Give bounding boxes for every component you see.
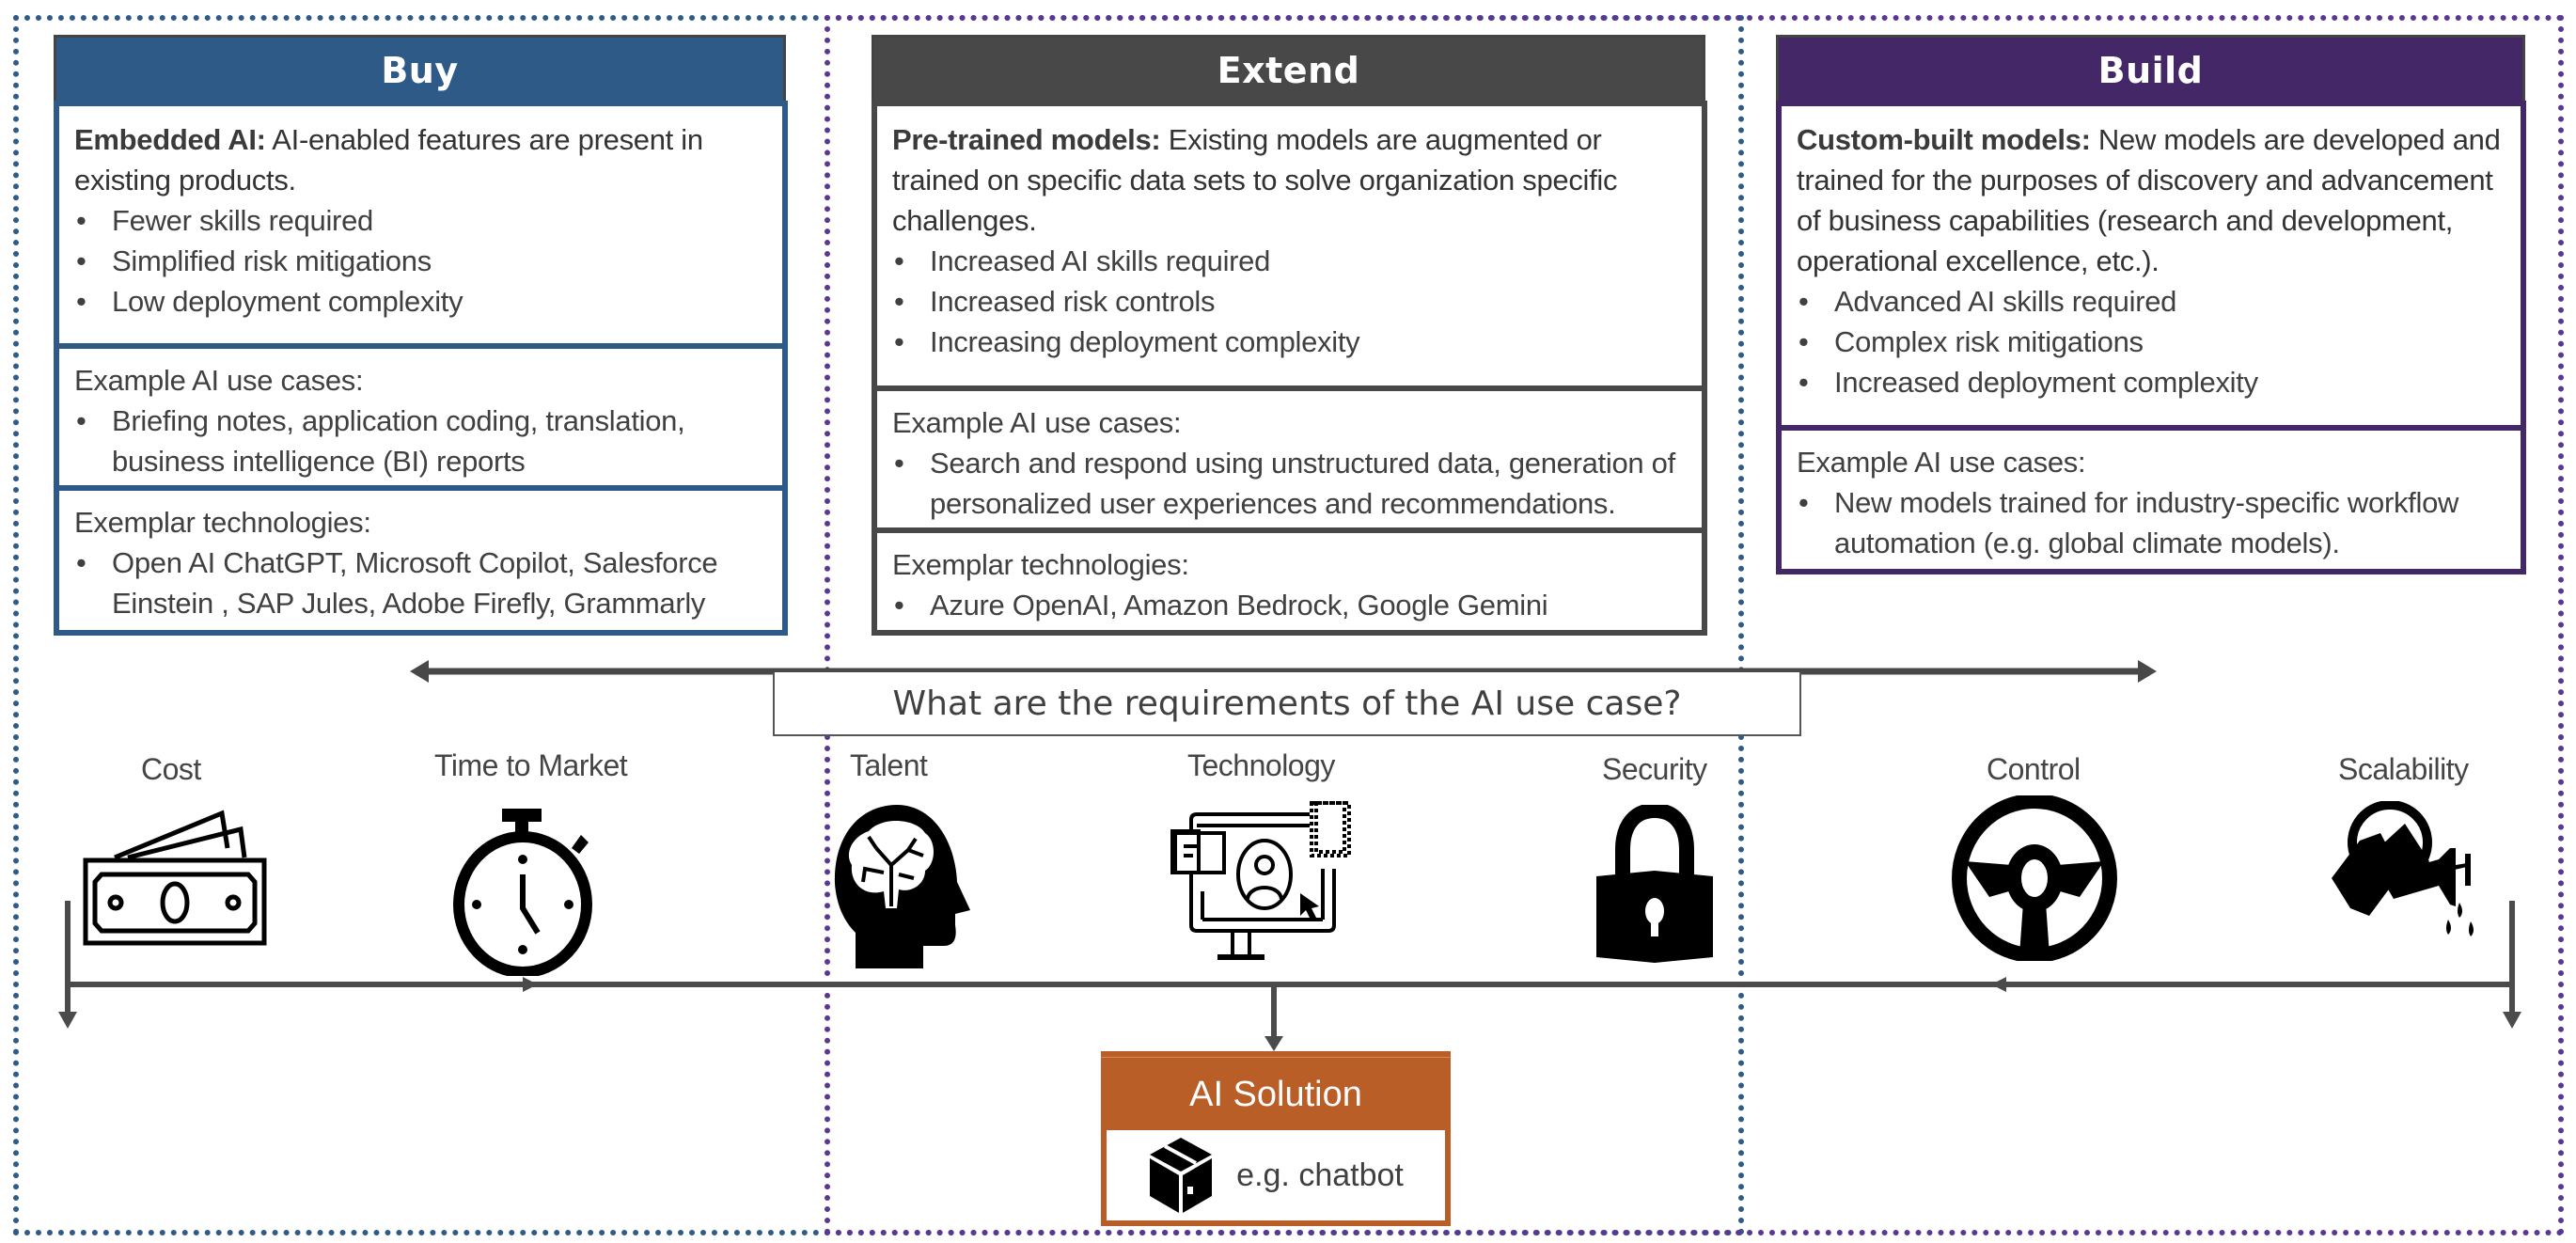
question-text: What are the requirements of the AI use … [892,684,1682,723]
extend-overview-list: Increased AI skills required Increased r… [892,241,1687,362]
ai-solution-example: e.g. chatbot [1236,1156,1404,1193]
extend-use-cases-box: Example AI use cases: Search and respond… [872,385,1707,533]
requirement-label-scalability: Scalability [2338,752,2469,786]
package-box-icon [1150,1138,1213,1213]
watering-can-icon [2332,801,2474,936]
extend-title: Extend [1217,49,1360,91]
build-use-cases-list: New models trained for industry-specific… [1797,482,2505,563]
stopwatch-icon [453,809,592,976]
list-item: Fewer skills required [74,200,767,241]
list-item: New models trained for industry-specific… [1797,482,2505,563]
list-item: Azure OpenAI, Amazon Bedrock, Google Gem… [892,585,1687,625]
ai-solution-body: e.g. chatbot [1107,1130,1445,1220]
buy-overview-box: Embedded AI: AI-enabled features are pre… [54,101,788,349]
build-description: New models are developed and trained for… [1797,123,2501,277]
buy-overview-text: Embedded AI: AI-enabled features are pre… [74,119,767,200]
build-overview-list: Advanced AI skills required Complex risk… [1797,281,2505,402]
center-arrowhead [1264,1036,1283,1051]
build-title: Build [2097,49,2204,91]
buy-use-cases-heading: Example AI use cases: [74,364,364,397]
extend-overview-text: Pre-trained models: Existing models are … [892,119,1687,241]
buy-technologies-heading: Exemplar technologies: [74,506,371,539]
rightward-chevron [523,977,538,992]
list-item: Increasing deployment complexity [892,322,1687,362]
buy-title: Buy [381,49,459,91]
list-item: Search and respond using unstructured da… [892,443,1687,524]
extend-description: Existing models are augmented or trained… [892,123,1618,237]
build-term: Custom-built models: [1797,123,2091,156]
requirement-label-cost: Cost [141,752,201,786]
left-arrowhead [58,1012,77,1029]
buy-description: AI-enabled features are present in exist… [74,123,703,197]
leftward-chevron [1991,977,2006,992]
requirement-label-technology: Technology [1187,748,1335,782]
extend-header: Extend [872,35,1705,105]
money-icon [83,810,267,946]
ai-solution-title: AI Solution [1101,1057,1451,1131]
extend-term: Pre-trained models: [892,123,1161,156]
brain-head-icon [834,805,970,968]
spectrum-double-arrow [410,660,2157,683]
computer-monitor-icon [1170,801,1351,960]
list-item: Increased deployment complexity [1797,362,2505,402]
extend-use-cases-list: Search and respond using unstructured da… [892,443,1687,524]
build-header: Build [1776,35,2525,105]
list-item: Low deployment complexity [74,281,767,322]
buy-technologies-box: Exemplar technologies: Open AI ChatGPT, … [54,485,788,636]
requirement-label-control: Control [1987,752,2081,786]
padlock-icon [1596,805,1713,963]
requirement-label-security: Security [1602,752,1707,786]
list-item: Briefing notes, application coding, tran… [74,401,767,481]
buy-use-cases-box: Example AI use cases: Briefing notes, ap… [54,343,788,491]
list-item: Complex risk mitigations [1797,322,2505,362]
extend-technologies-box: Exemplar technologies: Azure OpenAI, Ama… [872,527,1707,636]
extend-technologies-list: Azure OpenAI, Amazon Bedrock, Google Gem… [892,585,1687,625]
question-banner: What are the requirements of the AI use … [773,672,1801,736]
list-item: Simplified risk mitigations [74,241,767,281]
extend-use-cases-heading: Example AI use cases: [892,406,1182,439]
steering-wheel-icon [1952,795,2117,961]
buy-technologies-list: Open AI ChatGPT, Microsoft Copilot, Sale… [74,543,767,623]
build-overview-text: Custom-built models: New models are deve… [1797,119,2505,281]
list-item: Advanced AI skills required [1797,281,2505,322]
requirement-label-talent: Talent [850,748,928,782]
build-overview-box: Custom-built models: New models are deve… [1776,101,2526,431]
list-item: Increased AI skills required [892,241,1687,281]
build-use-cases-box: Example AI use cases: New models trained… [1776,425,2526,574]
list-item: Increased risk controls [892,281,1687,322]
buy-overview-list: Fewer skills required Simplified risk mi… [74,200,767,322]
build-use-cases-heading: Example AI use cases: [1797,446,2086,479]
buy-header: Buy [54,35,786,105]
buy-term: Embedded AI: [74,123,266,156]
buy-use-cases-list: Briefing notes, application coding, tran… [74,401,767,481]
extend-technologies-heading: Exemplar technologies: [892,548,1189,581]
right-arrowhead [2503,1012,2521,1029]
extend-overview-box: Pre-trained models: Existing models are … [872,101,1707,392]
requirement-label-time-to-market: Time to Market [434,748,628,782]
ai-solution-box: AI Solution e.g. chatbot [1101,1051,1451,1226]
list-item: Open AI ChatGPT, Microsoft Copilot, Sale… [74,543,767,623]
